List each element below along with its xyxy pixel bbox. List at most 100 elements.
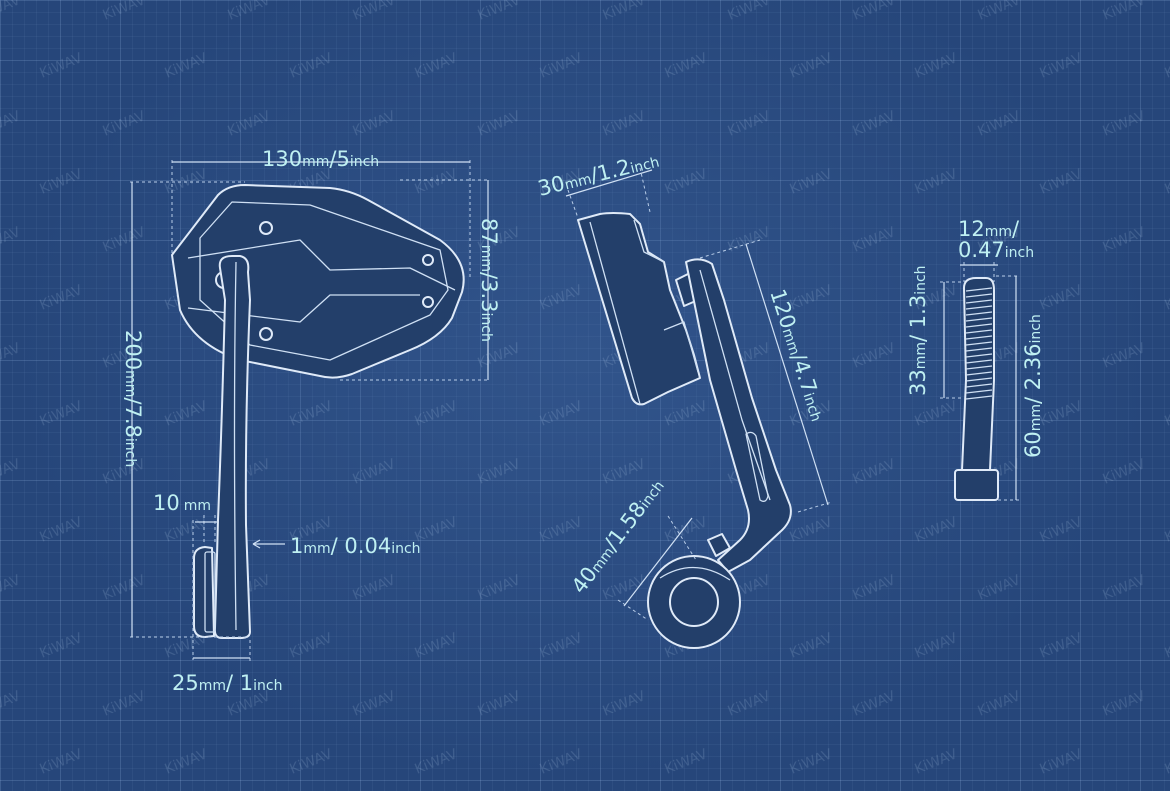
watermark-text: KiWAV [851,688,899,720]
watermark-text: KiWAV [913,50,961,82]
watermark-text: KiWAV [413,50,461,82]
thread-line [965,299,993,304]
watermark-text: KiWAV [101,108,149,140]
watermark-text: KiWAV [0,108,23,140]
watermark-text: KiWAV [726,0,774,24]
watermark-text: KiWAV [101,0,149,24]
watermark-text: KiWAV [1101,108,1149,140]
watermark-text: KiWAV [1163,166,1170,198]
watermark-text: KiWAV [1101,0,1149,24]
gap-arrow [252,539,285,549]
thread-line [965,311,993,316]
watermark-text: KiWAV [726,108,774,140]
watermark-text: KiWAV [1163,282,1170,314]
label-bolt-diameter-inch: 0.47inch [958,238,1034,262]
label-total-height: 200mm/7.8inch [121,330,145,467]
watermark-text: KiWAV [1163,50,1170,82]
watermark-text: KiWAV [0,456,23,488]
bolt-head [954,469,999,501]
watermark-text: KiWAV [788,50,836,82]
watermark-text: KiWAV [1038,630,1086,662]
watermark-text: KiWAV [413,398,461,430]
watermark-text: KiWAV [163,514,211,546]
thread-line [965,347,993,352]
watermark-text: KiWAV [601,688,649,720]
watermark-text: KiWAV [851,340,899,372]
watermark-text: KiWAV [538,398,586,430]
thread-line [965,335,993,340]
watermark-text: KiWAV [163,398,211,430]
label-thread-length: 33mm/ 1.3inch [906,265,930,396]
watermark-text: KiWAV [663,398,711,430]
watermark-text: KiWAV [601,0,649,24]
watermark-text: KiWAV [663,50,711,82]
arm-joint [707,533,731,557]
watermark-text: KiWAV [288,50,336,82]
watermark-text: KiWAV [476,688,524,720]
watermark-text: KiWAV [538,514,586,546]
thread-line [965,323,993,328]
mirror-front-view [130,160,490,662]
watermark-text: KiWAV [38,50,86,82]
watermark-text: KiWAV [101,224,149,256]
watermark-text: KiWAV [0,0,23,24]
watermark-text: KiWAV [538,50,586,82]
head-step-top [633,219,665,263]
watermark-text: KiWAV [913,630,961,662]
watermark-text: KiWAV [351,688,399,720]
label-clamp-width: 25mm/ 1inch [172,671,283,695]
watermark-text: KiWAV [476,108,524,140]
watermark-text: KiWAV [663,514,711,546]
watermark-text: KiWAV [976,572,1024,604]
screw-boss [422,254,434,266]
mirror-ridge-line [187,239,456,291]
watermark-text: KiWAV [1101,688,1149,720]
thread-line [965,389,993,394]
watermark-text: KiWAV [351,0,399,24]
clamp-ring-inner [669,577,719,627]
head-step-bottom [663,321,699,373]
watermark-text: KiWAV [788,514,836,546]
thread-line [965,329,993,334]
thread-line [965,395,993,400]
watermark-text: KiWAV [476,572,524,604]
watermark-text: KiWAV [38,746,86,778]
watermark-text: KiWAV [538,746,586,778]
watermark-text: KiWAV [788,746,836,778]
stem-ridge [233,261,237,631]
watermark-text: KiWAV [913,514,961,546]
watermark-text: KiWAV [1101,224,1149,256]
watermark-text: KiWAV [726,224,774,256]
screw-boss [259,327,273,341]
thread-line [965,377,993,382]
watermark-text: KiWAV [226,0,274,24]
watermark-text: KiWAV [476,0,524,24]
watermark-text: KiWAV [1163,514,1170,546]
watermark-text: KiWAV [851,572,899,604]
thread-line [965,305,993,310]
label-mirror-height: 87mm/3.3inch [477,218,501,342]
clamp-gap [204,551,216,633]
watermark-text: KiWAV [0,340,23,372]
watermark-text: KiWAV [913,746,961,778]
thread-line [965,383,993,388]
watermark-text: KiWAV [913,398,961,430]
watermark-text: KiWAV [413,630,461,662]
clamp-ring-outer [647,555,741,649]
thread-line [965,359,993,364]
watermark-text: KiWAV [101,688,149,720]
watermark-text: KiWAV [413,746,461,778]
ring-highlight [659,566,731,581]
watermark-text: KiWAV [1163,398,1170,430]
head-face-line [589,221,641,405]
watermark-text: KiWAV [976,688,1024,720]
watermark-text: KiWAV [38,166,86,198]
screw-boss [259,221,273,235]
watermark-text: KiWAV [1163,630,1170,662]
watermark-text: KiWAV [601,572,649,604]
watermark-text: KiWAV [351,572,399,604]
watermark-text: KiWAV [538,282,586,314]
screw-boss [422,296,434,308]
